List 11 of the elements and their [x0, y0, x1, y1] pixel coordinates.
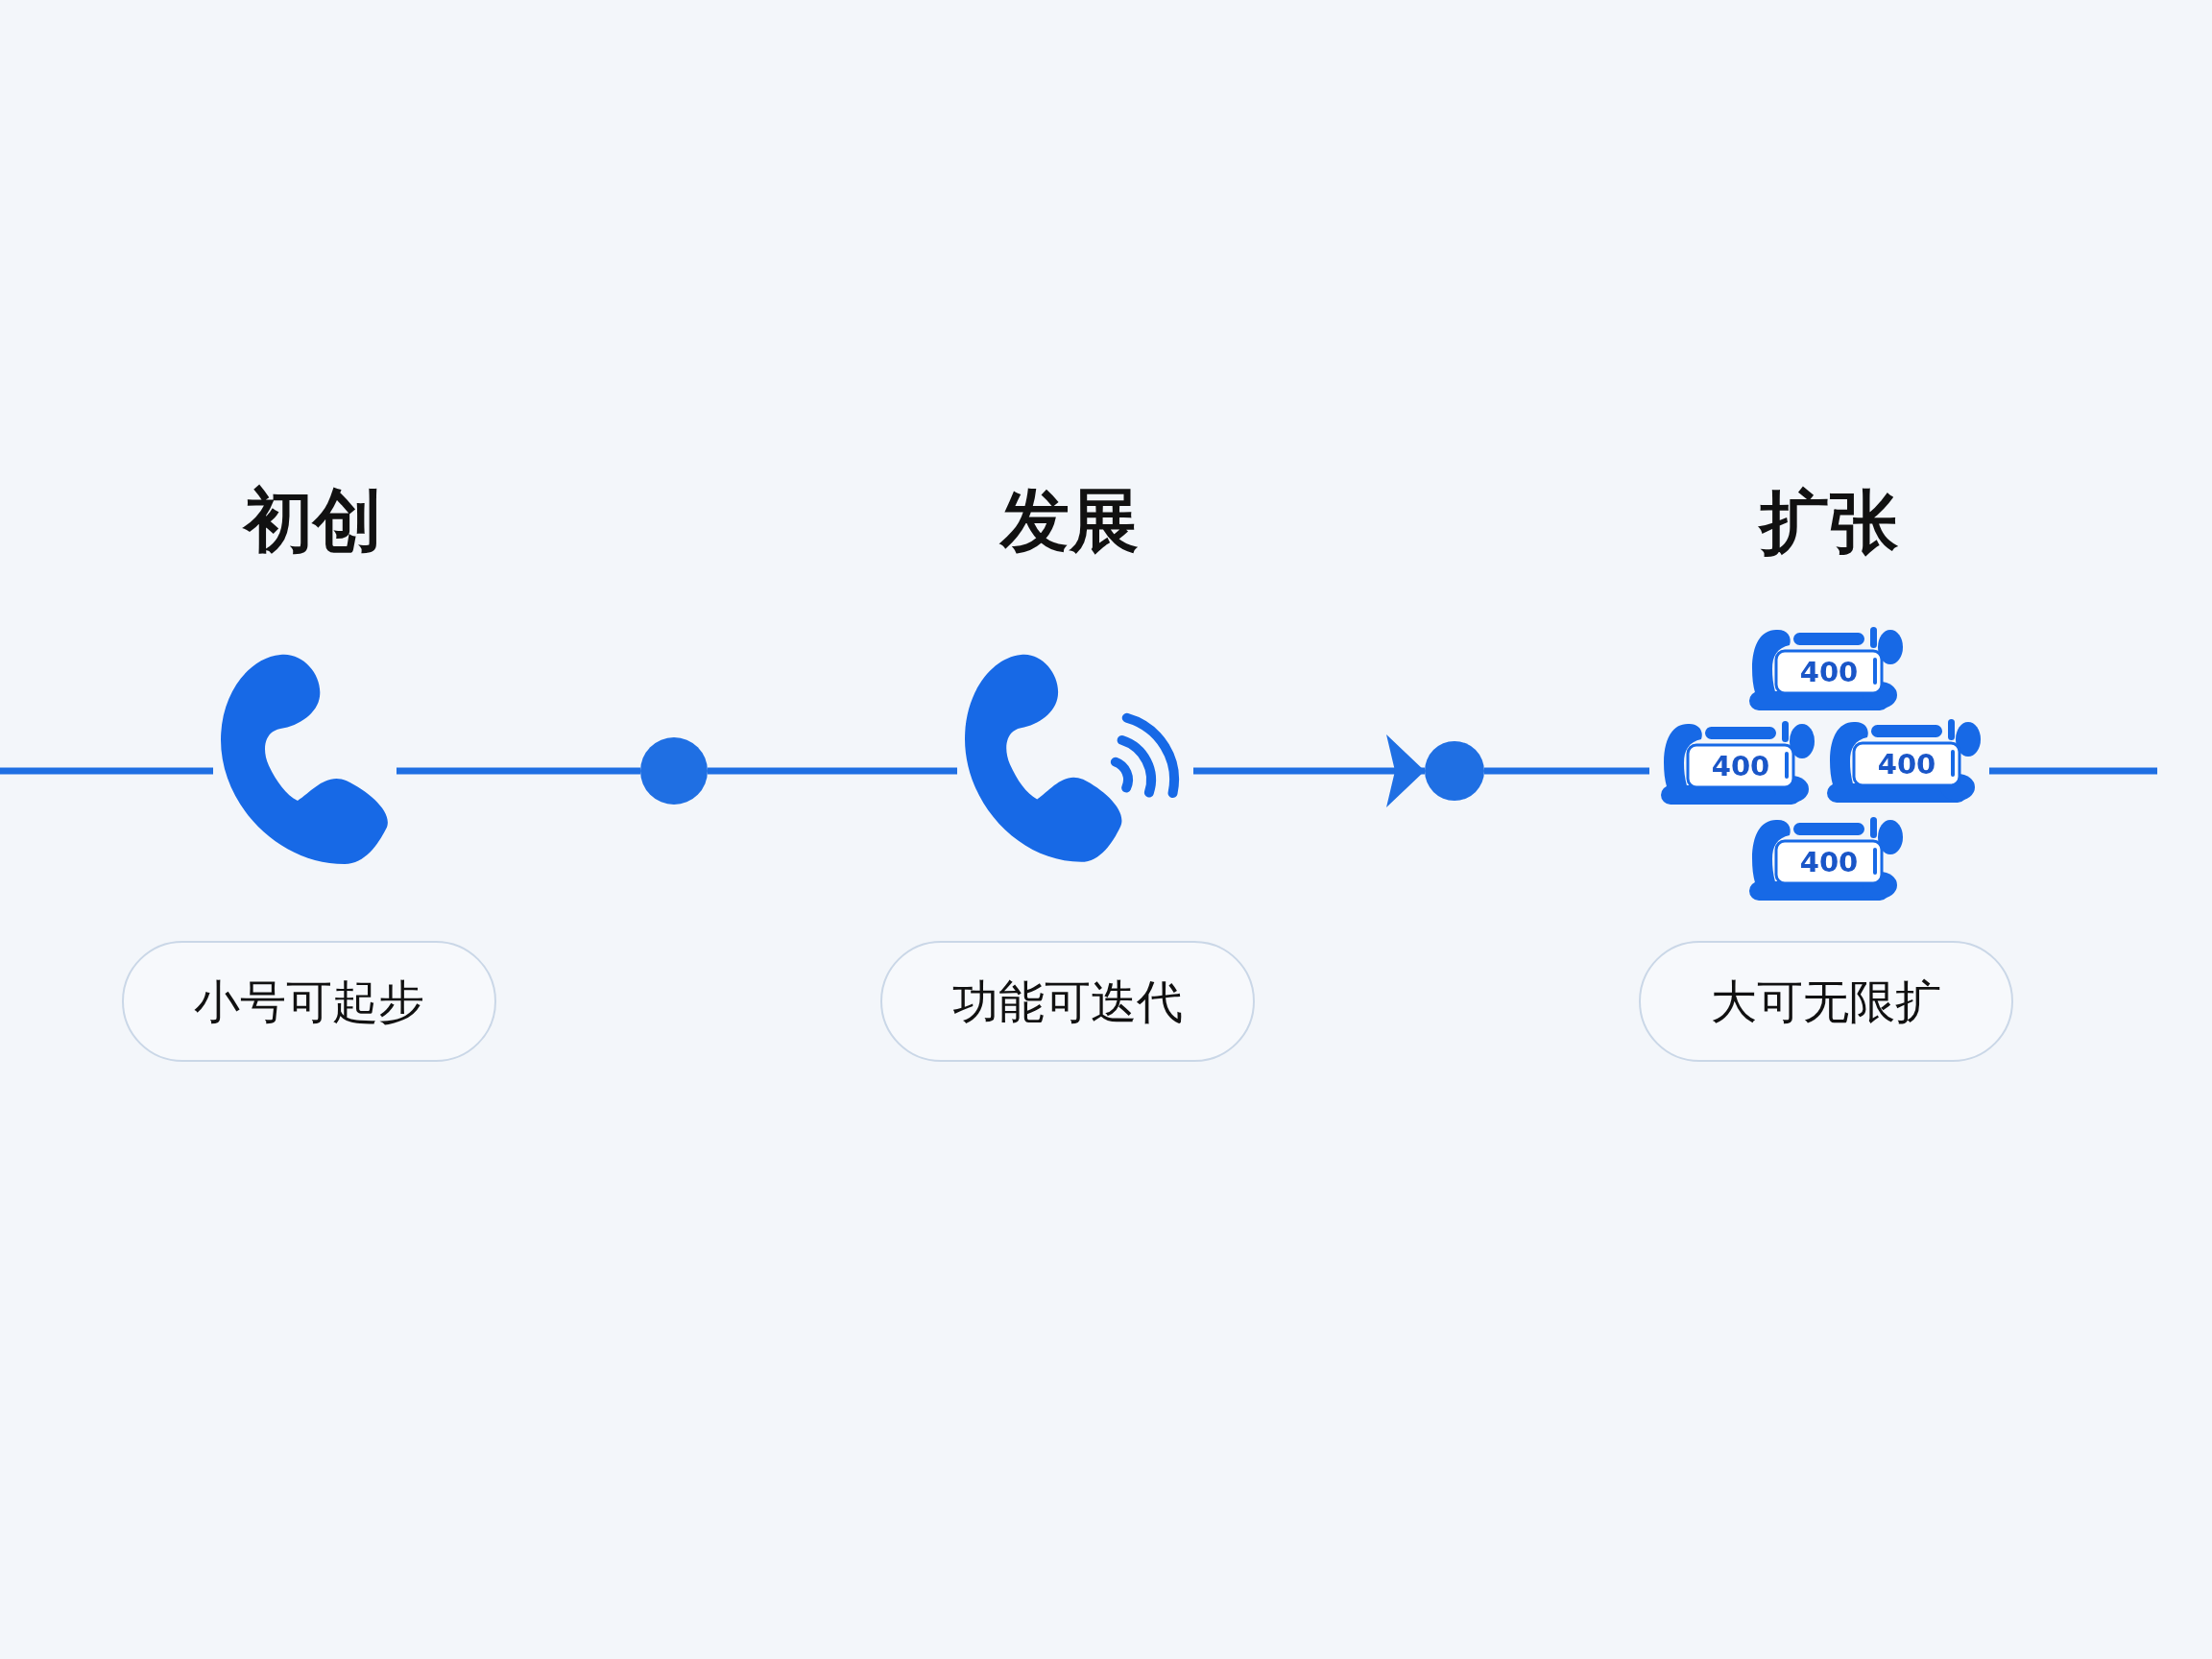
phone-number-text: 400	[1798, 844, 1860, 880]
stage-heading: 初创	[244, 486, 382, 555]
stage-heading: 扩张	[1760, 488, 1898, 557]
stage-tag: 大可无限扩	[1639, 941, 2013, 1062]
stage-tag: 小号可起步	[122, 941, 496, 1062]
phone-number-text: 400	[1876, 746, 1937, 782]
stage-tag: 功能可迭代	[880, 941, 1255, 1062]
phone-number-text: 400	[1798, 654, 1860, 690]
phone-icon	[221, 653, 389, 866]
stage-heading: 发展	[1000, 486, 1139, 555]
phone-number-text: 400	[1710, 748, 1771, 784]
